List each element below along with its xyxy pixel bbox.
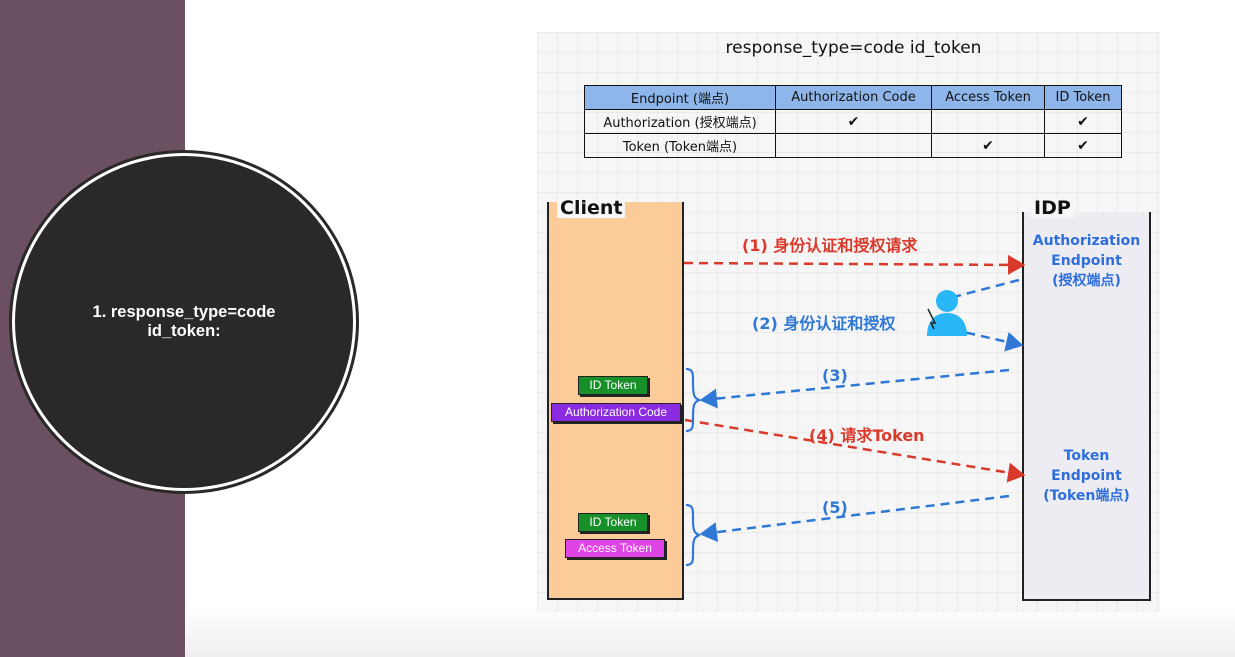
client-lifeline	[547, 202, 684, 600]
table-header-endpoint: Endpoint (端点)	[584, 85, 776, 110]
id-token-tag: ID Token	[578, 513, 648, 532]
table-row-label: Authorization (授权端点)	[584, 109, 776, 134]
step-3-label: (3)	[822, 366, 848, 385]
authorization-endpoint-label: Authorization Endpoint (授权端点)	[1026, 231, 1147, 291]
authorization-endpoint-line1: Authorization	[1032, 233, 1141, 249]
arrow-step-3	[699, 368, 1010, 409]
table-cell-id-token: ✔	[1044, 109, 1122, 134]
table-header-access-token: Access Token	[931, 85, 1045, 110]
flow-arrows	[683, 254, 1026, 567]
curly-brace-icon	[685, 503, 701, 567]
endpoint-table: Endpoint (端点) Authorization Code Access …	[584, 85, 1122, 158]
table-cell-auth-code	[775, 133, 932, 158]
topic-bubble-text: 1. response_type=code id_token:	[92, 303, 276, 340]
table-header-row: Endpoint (端点) Authorization Code Access …	[584, 85, 1122, 110]
token-endpoint-line1: Token	[1063, 448, 1110, 464]
arrow-step-5	[699, 494, 1010, 543]
table-row: Authorization (授权端点) ✔ ✔	[584, 109, 1122, 134]
step-2-label: (2) 身份认证和授权	[752, 314, 896, 333]
authorization-endpoint-line3: (授权端点)	[1052, 273, 1121, 289]
step-1-label: (1) 身份认证和授权请求	[742, 236, 918, 255]
idp-label: IDP	[1031, 198, 1074, 218]
table-header-id-token: ID Token	[1044, 85, 1122, 110]
table-cell-access-token: ✔	[931, 133, 1045, 158]
step-4-label: (4) 请求Token	[809, 426, 925, 445]
arrow-step-1	[683, 254, 1026, 275]
curly-brace-icon	[685, 367, 701, 433]
access-token-tag: Access Token	[565, 539, 665, 558]
token-endpoint-line2: Endpoint	[1051, 468, 1122, 484]
bottom-shade	[185, 605, 1235, 657]
diagram-title: response_type=code id_token	[725, 38, 982, 58]
authorization-code-tag: Authorization Code	[551, 403, 681, 422]
step-5-label: (5)	[822, 498, 848, 517]
diagram-slide: response_type=code id_token Endpoint (端点…	[537, 32, 1160, 612]
table-cell-id-token: ✔	[1044, 133, 1122, 158]
authorization-endpoint-line2: Endpoint	[1051, 253, 1122, 269]
table-row-label: Token (Token端点)	[584, 133, 776, 158]
idp-lifeline	[1022, 212, 1151, 601]
token-endpoint-label: Token Endpoint (Token端点)	[1026, 446, 1147, 506]
topic-bubble: 1. response_type=code id_token:	[12, 153, 356, 491]
client-label: Client	[557, 198, 626, 218]
table-row: Token (Token端点) ✔ ✔	[584, 133, 1122, 158]
user-icon	[927, 290, 967, 336]
arrow-step-4	[684, 418, 1026, 483]
token-endpoint-line3: (Token端点)	[1043, 488, 1130, 504]
id-token-tag: ID Token	[578, 376, 648, 395]
